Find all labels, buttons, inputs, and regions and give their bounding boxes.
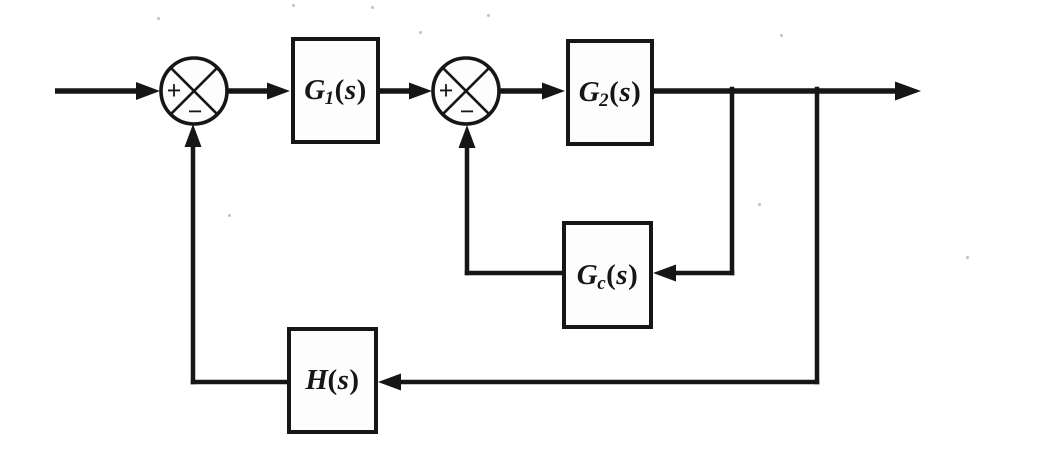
noise-speck — [780, 34, 783, 37]
output-arrowhead — [895, 81, 921, 101]
noise-speck — [419, 31, 422, 34]
block-g1: G1(s) — [291, 37, 380, 144]
sum1-plus-sign: + — [166, 76, 182, 105]
h-input-arrowhead — [378, 373, 401, 391]
sum2-minus-sign: − — [459, 97, 475, 126]
sum1-cross-line-2 — [169, 66, 219, 116]
noise-speck — [371, 6, 374, 9]
sum2-feedback-arrowhead — [458, 125, 476, 148]
sum2-to-g2-arrowhead — [542, 82, 565, 100]
block-g1-label: G1(s) — [304, 74, 367, 109]
block-h-label: H(s) — [305, 364, 360, 396]
noise-speck — [487, 14, 490, 17]
noise-speck — [966, 256, 969, 259]
input-arrowhead — [136, 82, 160, 100]
block-h: H(s) — [287, 327, 378, 434]
block-g2: G2(s) — [566, 39, 654, 146]
sum1-minus-sign: − — [187, 97, 203, 126]
sum2-cross-line-2 — [441, 66, 491, 116]
g1-to-sum2-arrowhead — [409, 82, 432, 100]
noise-speck — [292, 4, 295, 7]
gc-input-arrowhead — [653, 264, 676, 282]
noise-speck — [228, 214, 231, 217]
noise-speck — [157, 17, 160, 20]
sum1-to-g1-arrowhead — [267, 82, 290, 100]
block-gc: Gc(s) — [562, 221, 653, 329]
noise-speck — [758, 203, 761, 206]
sum1-feedback-arrowhead — [184, 124, 202, 147]
block-gc-label: Gc(s) — [576, 258, 639, 294]
sum2-plus-sign: + — [438, 76, 454, 105]
block-g2-label: G2(s) — [578, 76, 642, 111]
